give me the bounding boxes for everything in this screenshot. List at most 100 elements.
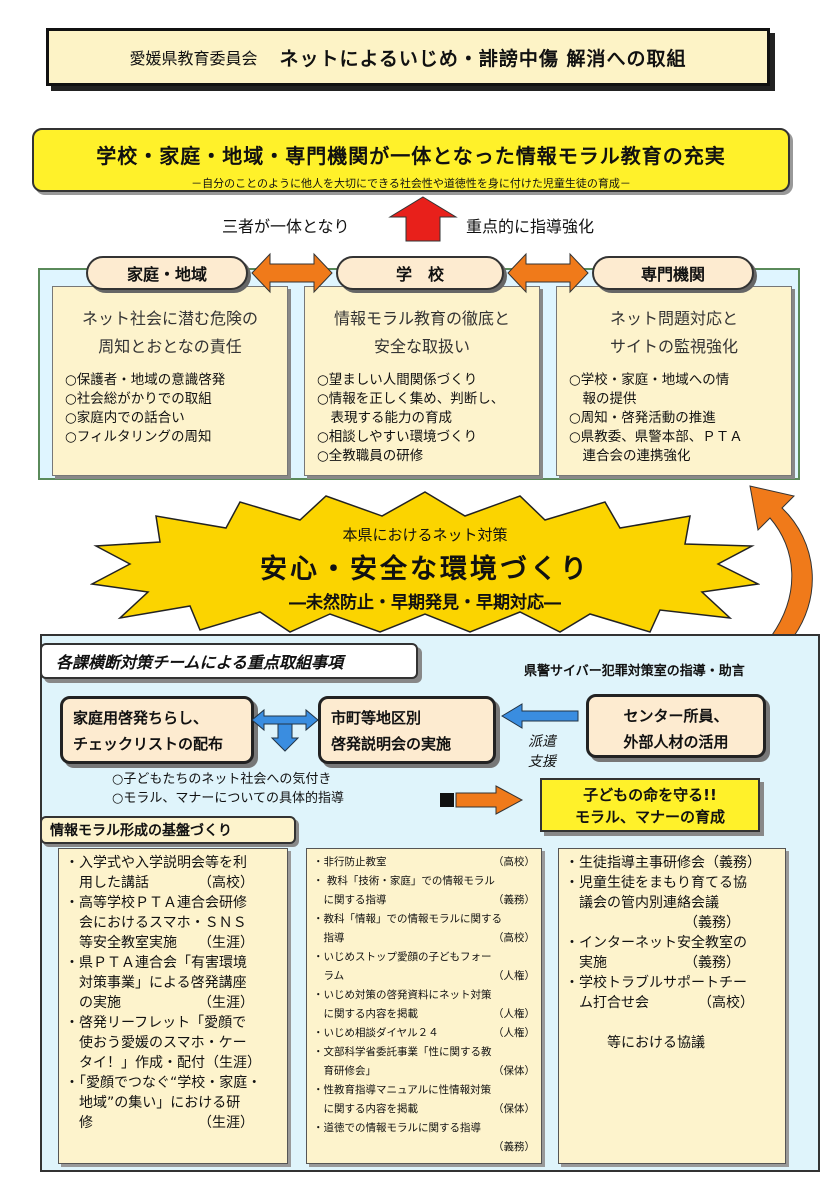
list-item: ・いじめ対策の啓発資料にネット対策 xyxy=(313,986,535,1005)
label-unite: 三者が一体となり xyxy=(222,217,350,236)
list-item: ・いじめストップ愛顔の子どもフォー xyxy=(313,948,535,967)
result-line: モラル、マナーの育成 xyxy=(574,808,725,826)
item-text: ・性教育指導マニュアルに性情報対策 xyxy=(313,1084,492,1096)
list-item: ラム（人権） xyxy=(313,967,535,986)
item-text: に関する内容を掲載 xyxy=(313,1008,418,1020)
column-heading: サイトの監視強化 xyxy=(609,337,738,356)
list-item: タイ！」作成・配付（生涯） xyxy=(65,1055,261,1071)
list-item: 修 （生涯） xyxy=(65,1115,254,1131)
foundation-title: 情報モラル形成の基盤づくり xyxy=(40,816,296,844)
column-heading: 安全な取扱い xyxy=(373,337,470,356)
box-line: センター所員、 xyxy=(623,707,729,725)
column-heading: ネット問題対応と xyxy=(609,309,738,328)
double-arrow-icon xyxy=(251,252,333,294)
item-text: ・道徳での情報モラルに関する指導 xyxy=(313,1122,481,1134)
awareness-bullets: ○子どもたちのネット社会への気付き ○モラル、マナーについての具体的指導 xyxy=(112,770,344,808)
list-item: ○望ましい人間関係づくり xyxy=(317,372,478,388)
list-item: ○フィルタリングの周知 xyxy=(65,429,212,445)
list-item: ・いじめ相談ダイヤル２４（人権） xyxy=(313,1024,535,1043)
list-item: ・非行防止教室 （高校） xyxy=(313,853,535,872)
bullet-line: ○子どもたちのネット社会への気付き xyxy=(112,772,332,787)
label-strengthen: 重点的に指導強化 xyxy=(466,217,595,236)
item-tag: （義務） xyxy=(493,894,535,906)
item-text: ・文部科学省委託事業「性に関する教 xyxy=(313,1046,492,1058)
pill-specialist: 専門機関 xyxy=(592,256,754,290)
item-text: 指導 xyxy=(313,932,345,944)
item-text: ・いじめ対策の啓発資料にネット対策 xyxy=(313,989,492,1001)
list-item: 用した講話 （高校） xyxy=(65,875,254,891)
goal-banner: 学校・家庭・地域・専門機関が一体となった情報モラル教育の充実 －自分のことのよう… xyxy=(32,128,790,192)
list-item: ・文部科学省委託事業「性に関する教 xyxy=(313,1043,535,1062)
list-item: 報の提供 xyxy=(569,391,637,407)
bullet-line: ○モラル、マナーについての具体的指導 xyxy=(112,791,344,806)
box-line: 外部人材の活用 xyxy=(623,733,729,751)
item-text: ・教科「情報」での情報モラルに関する xyxy=(313,913,502,925)
dispatch-support-label: 派遣 支援 xyxy=(528,732,556,772)
list-item: の実施 （生涯） xyxy=(65,995,254,1011)
item-text: に関する指導 xyxy=(313,894,387,906)
column-school: 情報モラル教育の徹底と 安全な取扱い ○望ましい人間関係づくり ○情報を正しく集… xyxy=(304,286,540,476)
list-item: 会におけるスマホ・ＳＮＳ xyxy=(65,915,247,931)
foundation-column-2: ・非行防止教室 （高校） ・ 教科「技術・家庭」での情報モラル に関する指導 （義務）… xyxy=(306,848,542,1164)
list-item: ム打合せ会 （高校） xyxy=(565,995,754,1011)
list-item: 対策事業」による啓発講座 xyxy=(65,975,247,991)
list-item: ・県ＰＴＡ連合会「有害環境 xyxy=(65,955,247,971)
list-item: ・ 教科「技術・家庭」での情報モラル xyxy=(313,872,535,891)
result-line: 子どもの命を守る!! xyxy=(583,786,717,804)
item-tag: （人権） xyxy=(493,1008,535,1020)
page-title: ネットによるいじめ・誹謗中傷 解消への取組 xyxy=(279,47,687,70)
burst-shape xyxy=(90,491,760,633)
curved-arrow-icon xyxy=(749,485,813,645)
item-tag: （義務） xyxy=(493,1141,535,1153)
box-line: 市町等地区別 xyxy=(331,709,422,727)
item-text: 育研修会」 xyxy=(313,1065,376,1077)
list-item: 表現する能力の育成 xyxy=(317,410,452,426)
list-item: ○情報を正しく集め、判断し、 xyxy=(317,391,505,407)
item-text: ・非行防止教室 xyxy=(313,856,387,868)
item-text: ・いじめストップ愛顔の子どもフォー xyxy=(313,951,492,963)
list-item: ・高等学校ＰＴＡ連合会研修 xyxy=(65,895,247,911)
list-item: ・学校トラブルサポートチー xyxy=(565,975,747,991)
police-advice-label: 県警サイバー犯罪対策室の指導・助言 xyxy=(524,664,745,679)
item-tag: （高校） xyxy=(493,932,535,944)
list-item: に関する指導 （義務） xyxy=(313,891,535,910)
item-tag: （保体） xyxy=(493,1065,535,1077)
double-arrow-down-icon xyxy=(251,708,319,752)
item-text: ・いじめ相談ダイヤル２４ xyxy=(313,1027,439,1039)
item-text: に関する内容を掲載 xyxy=(313,1103,418,1115)
column-heading: 周知とおとなの責任 xyxy=(98,337,242,356)
burst-text: 本県におけるネット対策 安心・安全な環境づくり ―未然防止・早期発見・早期対応― xyxy=(90,524,760,613)
list-item: （義務） xyxy=(313,1138,535,1157)
box-external-staff: センター所員、 外部人材の活用 xyxy=(586,694,766,758)
burst-slogan: ―未然防止・早期発見・早期対応― xyxy=(289,593,561,613)
dispatch-line: 派遣 xyxy=(528,734,556,750)
box-line: 家庭用啓発ちらし、 xyxy=(73,709,209,727)
item-tag: （高校） xyxy=(493,856,535,868)
result-box: 子どもの命を守る!! モラル、マナーの育成 xyxy=(540,778,760,832)
box-line: チェックリストの配布 xyxy=(73,735,224,753)
list-item: 連合会の連携強化 xyxy=(569,448,691,464)
list-item: 地域”の集い」における研 xyxy=(65,1095,241,1111)
list-item: 議会の管内別連絡会議 xyxy=(565,895,719,911)
list-item: ○学校・家庭・地域への情 xyxy=(569,372,730,388)
item-text: ラム xyxy=(313,970,345,982)
list-item: ・教科「情報」での情報モラルに関する xyxy=(313,910,535,929)
pill-home-community: 家庭・地域 xyxy=(86,256,248,290)
list-item: ・道徳での情報モラルに関する指導 xyxy=(313,1119,535,1138)
list-item: ○保護者・地域の意識啓発 xyxy=(65,372,226,388)
right-arrow-icon xyxy=(440,785,524,815)
item-tag: （保体） xyxy=(493,1103,535,1115)
list-item: ・インターネット安全教室の xyxy=(565,935,747,951)
burst-title: 安心・安全な環境づくり xyxy=(260,554,590,585)
left-arrow-icon xyxy=(501,703,579,729)
foundation-column-3: ・生徒指導主事研修会（義務）・児童生徒をまもり育てる協 議会の管内別連絡会議 （… xyxy=(558,848,786,1164)
burst-subtitle: 本県におけるネット対策 xyxy=(342,526,508,544)
column-heading: 情報モラル教育の徹底と xyxy=(333,309,510,328)
box-leaflet-distribution: 家庭用啓発ちらし、 チェックリストの配布 xyxy=(60,696,254,764)
page-title-box: 愛媛県教育委員会 ネットによるいじめ・誹謗中傷 解消への取組 xyxy=(46,28,770,86)
list-item: 使おう愛媛のスマホ・ケー xyxy=(65,1035,247,1051)
list-item: 等における協議 xyxy=(565,1035,705,1051)
list-item: ○家庭内での話合い xyxy=(65,410,185,426)
list-item: 実施 （義務） xyxy=(565,955,740,971)
organization-name: 愛媛県教育委員会 xyxy=(129,49,258,68)
